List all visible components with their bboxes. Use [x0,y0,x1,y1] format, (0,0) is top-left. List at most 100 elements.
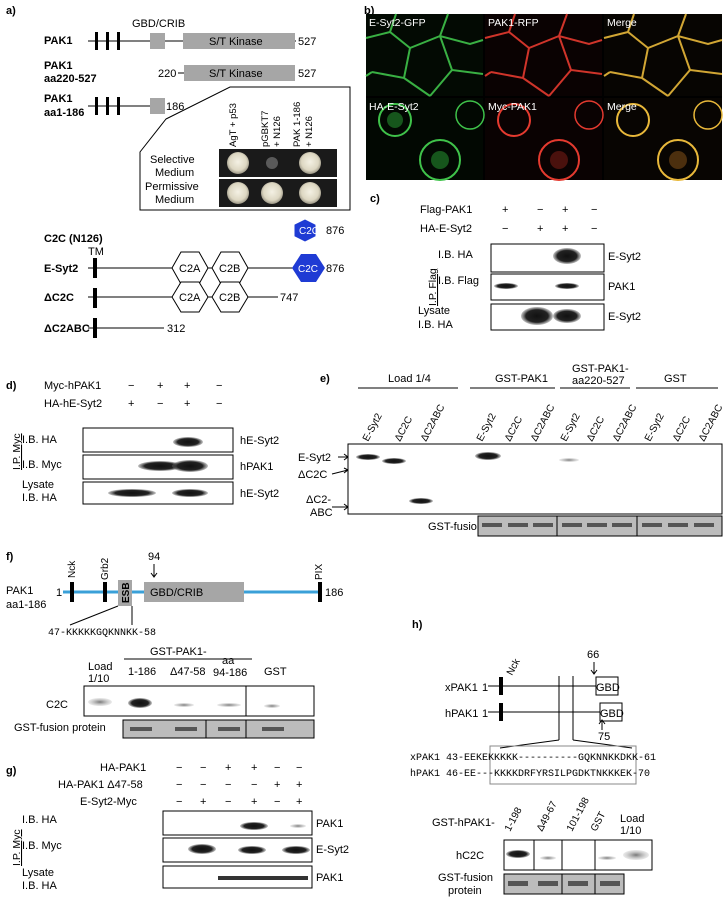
g-sign: + [251,796,257,808]
f-esb-box [118,580,132,606]
start-220: 220 [158,68,176,80]
d-sign: + [184,398,190,410]
d-blot2-r: hPAK1 [240,461,273,473]
micro-merge-top [603,13,723,97]
micro-merge-bottom [604,98,723,181]
col-pak186: PAK 1-186 [292,102,303,147]
h-xpak1: xPAK1 [445,682,478,694]
f-lane: GST [264,666,287,678]
panel-g: g) HA-PAK1 HA-PAK1 Δ47-58 E-Syt2-Myc − −… [6,762,349,892]
h-lane-load: Load [620,813,644,825]
f-gbd-box [144,582,244,602]
h-lane: GST [589,810,608,833]
f-lane: 94-186 [213,667,247,679]
d-row1-name: Myc-hPAK1 [44,380,101,392]
d-blot3-box [82,481,234,505]
g-sign: − [274,762,280,774]
f-start: 1 [56,587,62,599]
label-merge-bottom: Merge [607,101,637,113]
selective-b: Medium [155,167,194,179]
e-group-gst: GST [664,373,687,385]
label-ha-esyt2: HA-E-Syt2 [369,101,419,113]
g-blot1: I.B. HA [22,814,58,826]
c-sign: − [537,204,543,216]
pak1-label: PAK1 [44,35,73,47]
e-group-load: Load 1/4 [388,373,431,385]
d-sign: + [157,380,163,392]
f-nck: Nck [67,560,78,578]
panel-b: b) [364,5,723,181]
g-blot2-r: E-Syt2 [316,844,349,856]
panel-e-label: e) [320,373,330,385]
label-myc-pak1: Myc-PAK1 [488,101,537,113]
h-c2c: hC2C [456,850,484,862]
c-lysate: Lysate [418,305,450,317]
c-sign: + [562,204,568,216]
micro-gfp [365,13,484,97]
f-gbd: GBD/CRIB [150,587,203,599]
f-esb: ESB [121,582,132,603]
g-sign: − [296,762,302,774]
c-ip: I.P. Flag [427,268,439,306]
d-blot3-r: hE-Syt2 [240,488,279,500]
g-sign: − [200,762,206,774]
e-group-gstpak1b: GST-PAK1- [572,363,629,375]
esyt2-label: E-Syt2 [44,263,78,275]
c2c-top-end: 876 [326,225,344,237]
c2a-label: C2A [179,263,201,275]
panel-a: a) PAK1 GBD/CRIB S/T Kinase 527 PAK1 aa2… [6,5,351,338]
e-lane: E-Syt2 [559,411,583,443]
label-pak1-rfp: PAK1-RFP [488,17,539,29]
kinase-label-2: S/T Kinase [209,68,263,80]
d-blot1-box [82,427,234,453]
panel-e: e) Load 1/4 GST-PAK1 GST-PAK1- aa220-527… [298,363,725,537]
g-row3-name: E-Syt2-Myc [80,796,137,808]
c-lysate-b: I.B. HA [418,319,454,331]
g-sign: − [200,779,206,791]
permissive: Permissive [145,181,199,193]
gbd-box [150,33,165,49]
e-lane: ΔC2C [671,415,693,444]
c2b-label: C2B [219,263,240,275]
c2a-label-2: C2A [179,292,201,304]
panel-b-label: b) [364,5,375,17]
c-blot1: I.B. HA [438,249,474,261]
c-blot2-r: PAK1 [608,281,635,293]
c2c-top: C2C [299,226,319,237]
h-one-x: 1 [482,682,488,694]
panel-f: f) Nck Grb2 PIX 94 PAK1 aa1-186 1 ESB GB… [6,551,343,739]
g-sign: − [225,779,231,791]
esyt2-end: 876 [326,263,344,275]
e-lane: ΔC2ABC [419,403,448,444]
f-pos94: 94 [148,551,160,563]
e-lane: ΔC2ABC [529,403,558,444]
h-lane: Δ49-67 [535,799,560,833]
g-sign: + [296,796,302,808]
panel-g-label: g) [6,765,17,777]
f-lane: 1-186 [128,666,156,678]
d-ip: I.P. Myc [11,433,23,470]
micro-rfp [484,13,603,97]
label-merge-top: Merge [607,17,637,29]
g-blot3-r: PAK1 [316,872,343,884]
d-sign: + [128,398,134,410]
e-marker1: E-Syt2 [298,452,331,464]
gbd-crib-label: GBD/CRIB [132,18,185,30]
f-seq: 47-KKKKKGQKNNKK-58 [48,628,156,639]
h-gbd1: GBD [596,682,620,694]
d-blot2: I.B. Myc [22,459,62,471]
g-sign: + [200,796,206,808]
f-aa: aa1-186 [6,599,46,611]
g-sign: − [176,796,182,808]
c-blot1-box [490,243,605,273]
c2c-n126-title: C2C (N126) [44,233,103,245]
pak1-220-label: PAK1 [44,60,73,72]
col-pak186-b: + N126 [304,116,315,147]
c-sign: + [562,223,568,235]
e-marker3b: ABC [310,507,333,519]
g-sign: + [296,779,302,791]
f-grb2: Grb2 [100,557,111,580]
g-sign: − [225,796,231,808]
label-esyt2-gfp: E-Syt2-GFP [369,17,426,29]
